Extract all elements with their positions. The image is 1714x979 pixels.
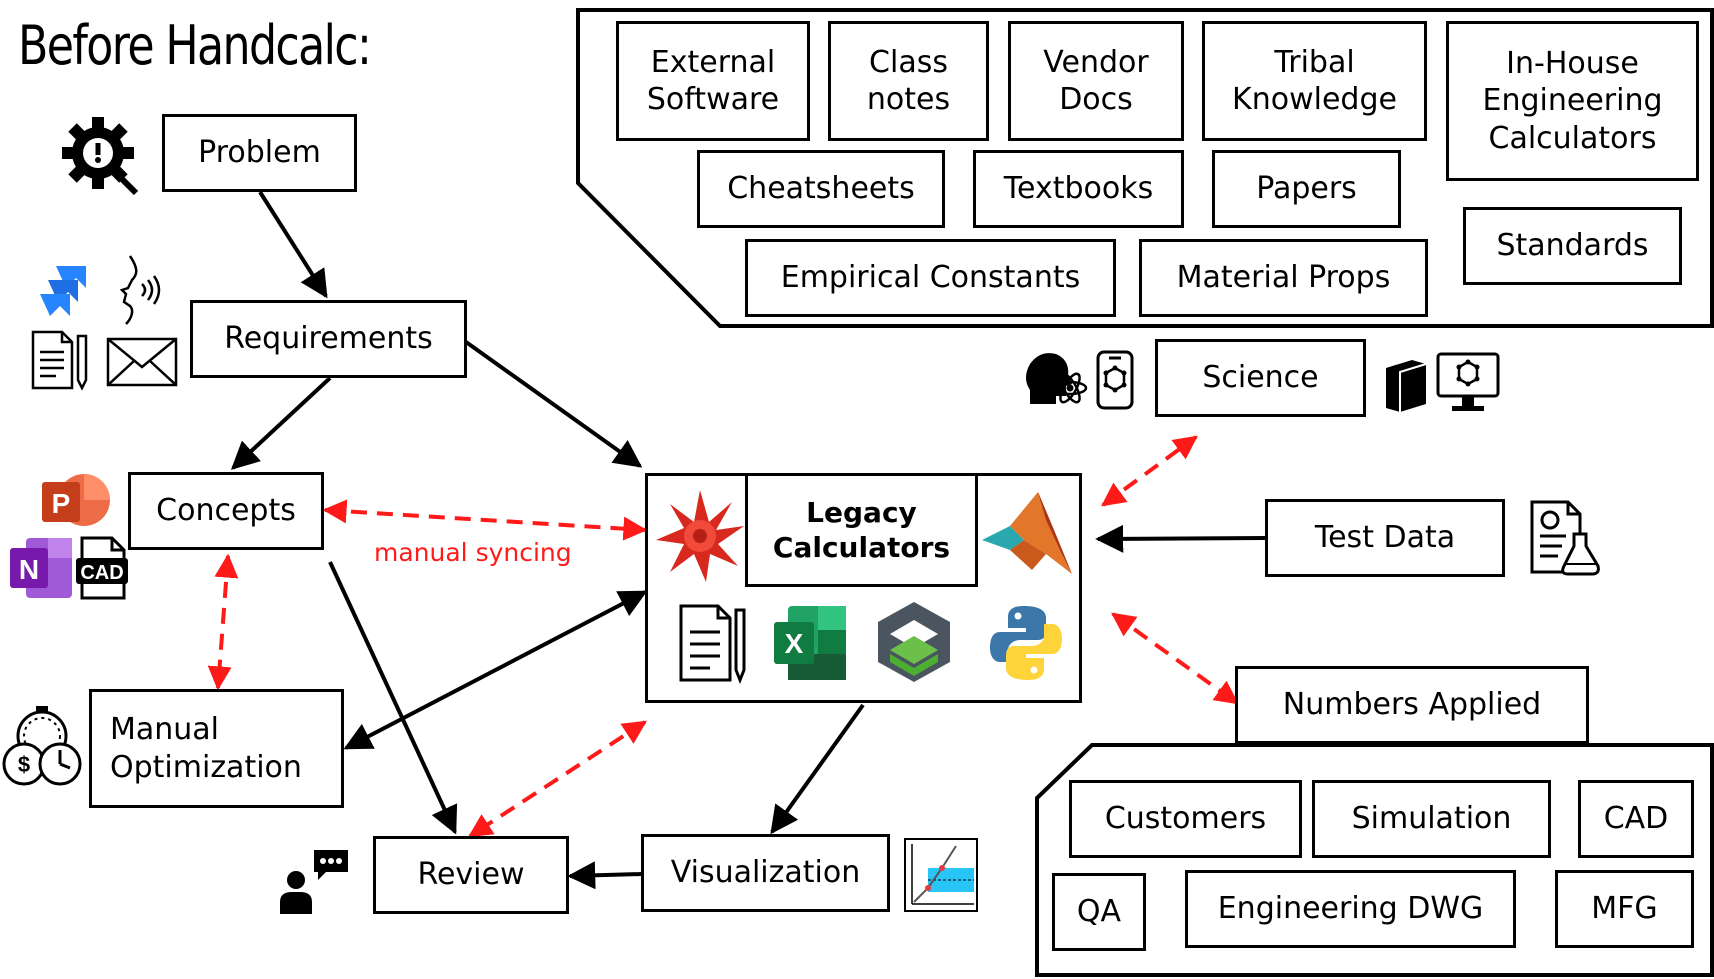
book-icon	[1386, 360, 1427, 412]
sync-legacy-numbers-applied	[1111, 612, 1239, 705]
node-science: Science	[1155, 339, 1366, 417]
manual-syncing-label: manual syncing	[374, 538, 572, 567]
excel-icon: X	[774, 606, 846, 680]
svg-text:X: X	[785, 628, 804, 659]
sync-concepts-manual-optimization	[207, 553, 239, 691]
sync-legacy-review	[467, 720, 648, 838]
svg-text:$: $	[18, 752, 30, 777]
applied-customers: Customers	[1069, 780, 1302, 858]
sources-container	[576, 8, 1714, 328]
node-test-data: Test Data	[1265, 499, 1505, 577]
source-inhouse-calculators: In-House Engineering Calculators	[1446, 21, 1699, 181]
arrow-requirements-concepts	[230, 376, 332, 470]
sync-legacy-science	[1101, 435, 1198, 507]
node-problem: Problem	[162, 114, 357, 192]
source-textbooks: Textbooks	[973, 150, 1184, 228]
monitor-icon	[1436, 352, 1500, 411]
applied-cad: CAD	[1578, 780, 1694, 858]
arrow-legacy-manual-optimization	[343, 590, 648, 750]
speaking-head-icon	[119, 255, 161, 325]
svg-text:N: N	[19, 554, 39, 585]
applied-mfg: MFG	[1555, 870, 1694, 948]
document-icon	[679, 604, 746, 685]
arrow-visualization-review	[567, 861, 643, 890]
applied-qa: QA	[1052, 873, 1146, 951]
source-standards: Standards	[1463, 207, 1682, 285]
envelope-icon	[106, 337, 178, 387]
layers-icon	[878, 602, 950, 682]
svg-text:P: P	[52, 488, 71, 519]
arrow-problem-requirements	[258, 190, 328, 299]
onenote-icon: N	[10, 538, 72, 598]
source-class-notes: Class notes	[828, 21, 989, 141]
sync-concepts-legacy	[322, 499, 648, 541]
applied-container	[1035, 743, 1714, 977]
wolfram-icon	[656, 490, 744, 582]
page-title: Before Handcalc:	[18, 14, 372, 77]
node-manual-optimization: Manual Optimization	[89, 689, 344, 808]
arrow-legacy-visualization	[770, 703, 865, 835]
jira-icon	[40, 266, 86, 316]
applied-engineering-dwg: Engineering DWG	[1185, 870, 1516, 948]
arrow-testdata-legacy	[1095, 524, 1266, 553]
graph-icon	[904, 838, 978, 912]
node-numbers-applied: Numbers Applied	[1235, 666, 1589, 744]
python-icon	[990, 606, 1062, 680]
chat-person-icon	[280, 850, 348, 914]
matlab-icon	[982, 492, 1072, 574]
source-cheatsheets: Cheatsheets	[697, 150, 945, 228]
node-visualization: Visualization	[641, 834, 890, 912]
arrow-concepts-review	[328, 561, 458, 835]
source-tribal-knowledge: Tribal Knowledge	[1202, 21, 1427, 141]
gear-problem-icon	[62, 117, 139, 196]
powerpoint-icon: P	[42, 474, 110, 526]
source-external-software: External Software	[616, 21, 810, 141]
applied-simulation: Simulation	[1312, 780, 1551, 858]
cad-file-icon: CAD	[76, 536, 128, 600]
source-papers: Papers	[1212, 150, 1401, 228]
source-empirical-constants: Empirical Constants	[745, 239, 1116, 317]
node-review: Review	[373, 836, 569, 914]
node-requirements: Requirements	[190, 300, 467, 378]
node-legacy-calculators: Legacy Calculators	[745, 473, 978, 587]
lab-report-icon	[1530, 500, 1600, 576]
stopwatch-dollar-icon: $	[2, 706, 82, 786]
source-material-props: Material Props	[1139, 239, 1428, 317]
document-pen-icon	[31, 330, 88, 391]
node-concepts: Concepts	[128, 472, 324, 550]
source-vendor-docs: Vendor Docs	[1008, 21, 1184, 141]
science-head-icon	[1026, 353, 1088, 404]
arrow-requirements-legacy	[464, 340, 643, 468]
svg-text:CAD: CAD	[80, 562, 123, 584]
phone-icon	[1096, 350, 1134, 410]
